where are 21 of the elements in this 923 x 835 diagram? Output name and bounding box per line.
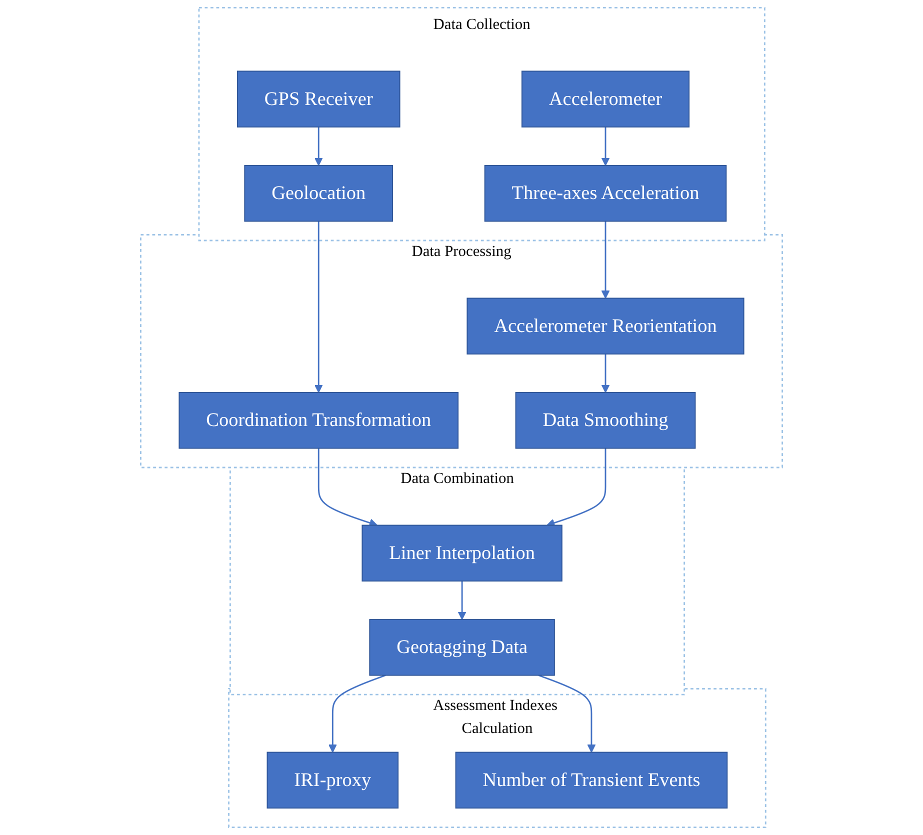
node-box: Accelerometer Reorientation — [466, 298, 744, 354]
node-box: Geolocation — [244, 164, 394, 222]
arrow — [546, 448, 606, 527]
node-box: Liner Interpolation — [362, 524, 562, 582]
arrow — [601, 354, 610, 393]
node-box: Geotagging Data — [369, 619, 555, 676]
node-box: IRI-proxy — [266, 752, 399, 809]
node-box: Number of Transient Events — [455, 752, 728, 809]
arrow — [458, 581, 466, 620]
node-box: Accelerometer — [521, 70, 690, 128]
arrow — [601, 126, 610, 166]
node-box: Coordination Transformation — [178, 392, 459, 449]
node-box: Data Smoothing — [515, 392, 696, 449]
node-box: GPS Receiver — [236, 70, 400, 128]
arrow — [318, 448, 378, 527]
arrow — [328, 674, 386, 753]
arrow — [601, 221, 610, 299]
arrow — [538, 674, 596, 753]
node-box: Three-axes Acceleration — [484, 164, 727, 222]
arrow — [314, 221, 323, 393]
arrow — [314, 126, 323, 166]
